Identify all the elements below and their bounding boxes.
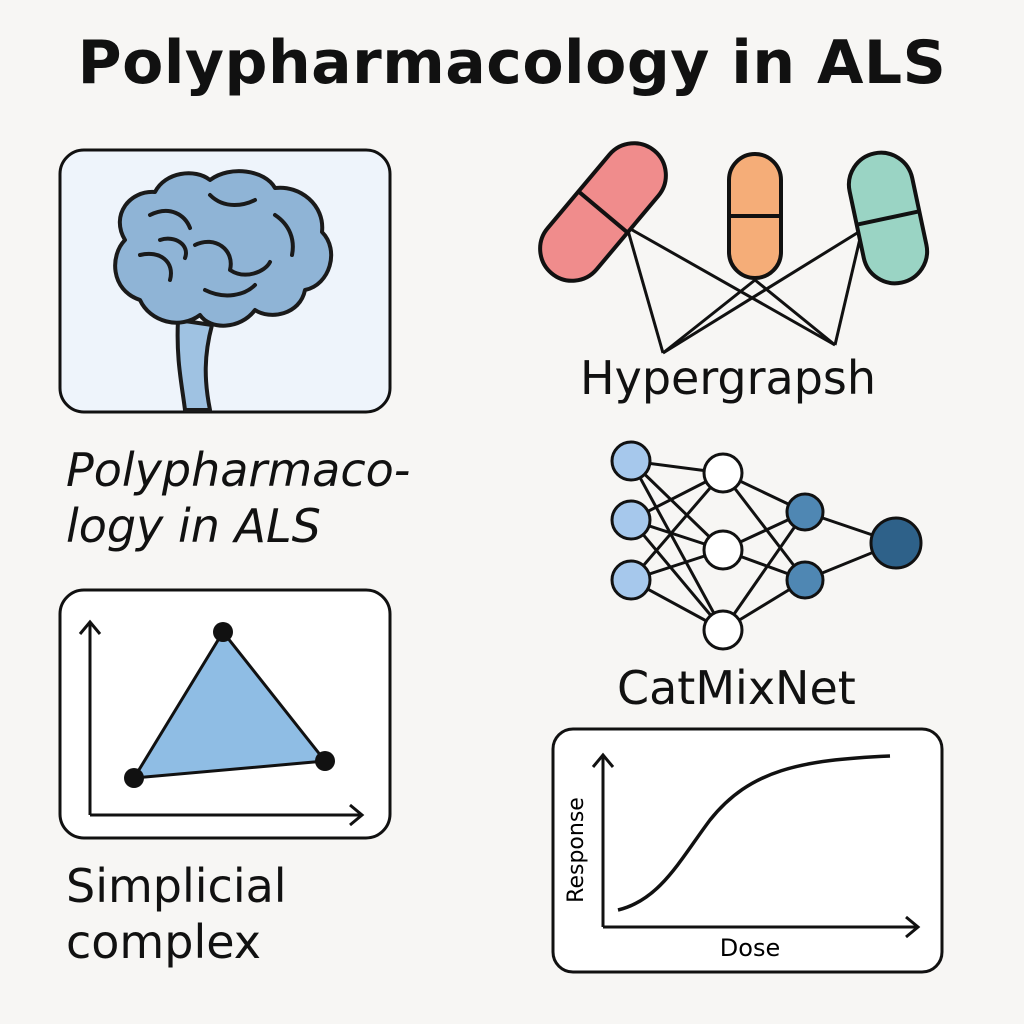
hypergraph-label: Hypergrapsh	[580, 351, 877, 405]
simplex-label-line: complex	[66, 915, 261, 969]
hidden-node	[702, 452, 744, 494]
network-edges	[629, 459, 897, 632]
output-node	[869, 516, 923, 570]
dose-response-curve	[617, 754, 891, 912]
simplex-label: Simplicial complex	[66, 858, 287, 970]
hidden-node	[702, 529, 744, 571]
network-label: CatMixNet	[617, 661, 856, 715]
brain-icon	[113, 169, 333, 412]
pill-orange-icon	[727, 152, 783, 280]
dose-xlabel: Dose	[720, 934, 780, 962]
simplex-axes	[78, 619, 365, 827]
pill-red-icon	[538, 141, 668, 283]
vertex	[213, 622, 233, 642]
vertex	[315, 751, 335, 771]
page-title: Polypharmacology in ALS	[77, 28, 947, 98]
dose-axes	[591, 752, 921, 939]
input-node	[610, 559, 652, 601]
dose-ylabel: Response	[564, 797, 589, 903]
pill-teal-icon	[846, 150, 930, 286]
hidden-node	[785, 492, 825, 532]
simplex-triangle	[131, 629, 328, 780]
input-node	[610, 499, 652, 541]
network-nodes	[610, 440, 923, 651]
input-node	[610, 440, 652, 482]
hidden-node	[702, 609, 744, 651]
dose-response-panel	[551, 727, 944, 974]
simplex-label-line: Simplicial	[66, 859, 287, 913]
brain-caption-line: logy in ALS	[66, 499, 321, 553]
hidden-node	[785, 560, 825, 600]
hypergraph-edges	[625, 225, 864, 355]
brain-caption-line: Polypharmaco-	[66, 443, 411, 497]
brain-caption: Polypharmaco- logy in ALS	[66, 442, 410, 554]
vertex	[124, 768, 144, 788]
